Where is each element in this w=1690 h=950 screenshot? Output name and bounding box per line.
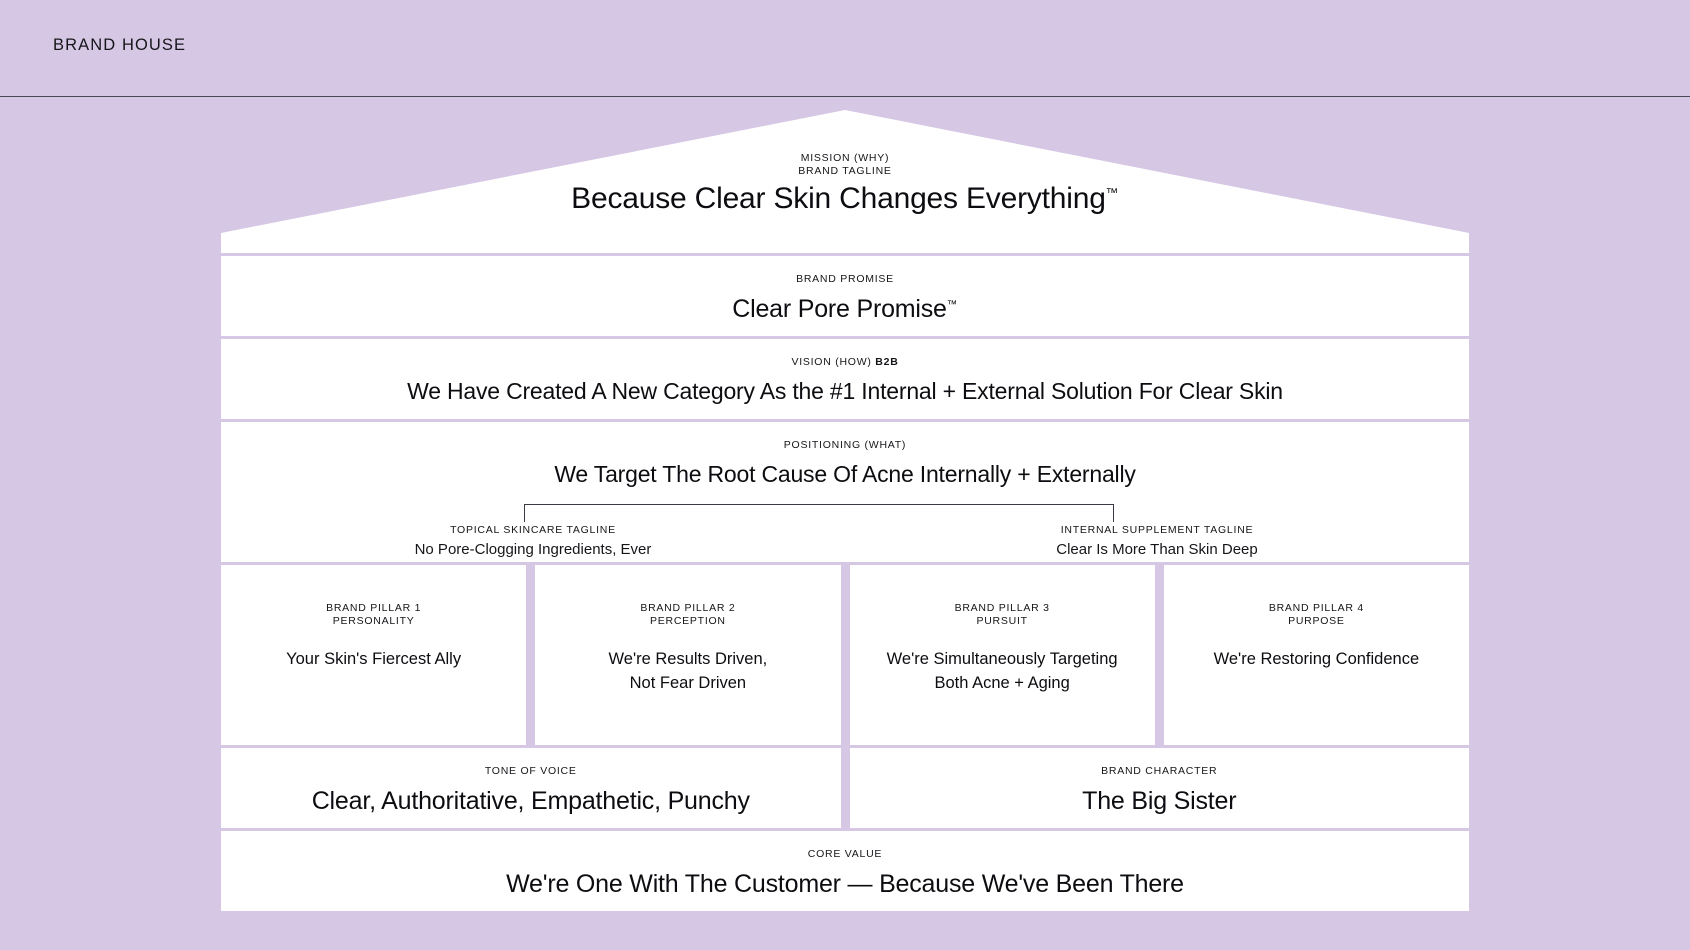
brand-house-diagram: MISSION (WHY) BRAND TAGLINE Because Clea…: [0, 97, 1690, 950]
positioning-label: POSITIONING (WHAT): [783, 439, 907, 451]
page-title: BRAND HOUSE: [53, 36, 187, 54]
vision-inner: VISION (HOW) B2B We Have Created A New C…: [221, 356, 1469, 406]
brand-pillar-1-sublabel: PERSONALITY: [332, 615, 415, 628]
sub-taglines-row: TOPICAL SKINCARE TAGLINE No Pore-Cloggin…: [221, 524, 1469, 560]
brand-pillar-1-head: BRAND PILLAR 1 PERSONALITY: [221, 602, 526, 628]
brand-pillar-4: BRAND PILLAR 4 PURPOSE We're Restoring C…: [1163, 565, 1469, 745]
tone-of-voice-cell: TONE OF VOICE Clear, Authoritative, Empa…: [221, 748, 841, 828]
brand-tagline-label: BRAND TAGLINE: [798, 165, 892, 178]
brand-pillar-4-text: We're Restoring Confidence: [1213, 650, 1420, 668]
mission-headline: Because Clear Skin Changes Everything™: [221, 182, 1469, 217]
brand-pillars-row: BRAND PILLAR 1 PERSONALITY Your Skin's F…: [221, 565, 1469, 745]
brand-promise-inner: BRAND PROMISE Clear Pore Promise™: [221, 273, 1469, 324]
topical-skincare-tagline-value: No Pore-Clogging Ingredients, Ever: [414, 541, 652, 559]
vision-label-badge: B2B: [875, 356, 899, 368]
brand-pillar-2-body: We're Results Driven,Not Fear Driven: [535, 648, 840, 696]
brand-promise-band: BRAND PROMISE Clear Pore Promise™: [221, 256, 1469, 336]
brand-promise-headline: Clear Pore Promise™: [221, 295, 1469, 324]
brand-promise-headline-text: Clear Pore Promise: [732, 295, 947, 324]
roof-headline-wrap: Because Clear Skin Changes Everything™: [221, 182, 1469, 217]
internal-supplement-tagline-label: INTERNAL SUPPLEMENT TAGLINE: [1060, 524, 1254, 536]
brand-pillar-4-head: BRAND PILLAR 4 PURPOSE: [1164, 602, 1469, 628]
brand-pillar-3-label: BRAND PILLAR 3: [954, 602, 1050, 614]
vision-label: VISION (HOW) B2B: [221, 356, 1469, 369]
brand-pillar-1-label: BRAND PILLAR 1: [326, 602, 422, 614]
brand-pillar-1-text: Your Skin's Fiercest Ally: [286, 650, 462, 668]
brand-pillar-3: BRAND PILLAR 3 PURSUIT We're Simultaneou…: [849, 565, 1155, 745]
positioning-headline: We Target The Root Cause Of Acne Interna…: [554, 461, 1136, 488]
brand-promise-label: BRAND PROMISE: [796, 273, 894, 285]
brand-pillar-3-head: BRAND PILLAR 3 PURSUIT: [850, 602, 1155, 628]
core-value-inner: CORE VALUE We're One With The Customer —…: [221, 848, 1469, 899]
brand-pillar-2-text: We're Results Driven,Not Fear Driven: [608, 650, 768, 692]
positioning-inner: POSITIONING (WHAT) We Target The Root Ca…: [221, 439, 1469, 489]
vision-label-text: VISION (HOW): [791, 356, 872, 368]
vision-headline: We Have Created A New Category As the #1…: [407, 378, 1283, 405]
brand-character-label: BRAND CHARACTER: [1101, 765, 1218, 777]
brand-pillar-4-label: BRAND PILLAR 4: [1268, 602, 1364, 614]
brand-pillar-3-sublabel: PURSUIT: [976, 615, 1028, 628]
brand-pillar-4-body: We're Restoring Confidence: [1164, 648, 1469, 672]
brand-pillar-2: BRAND PILLAR 2 PERCEPTION We're Results …: [535, 565, 841, 745]
roof-mission-block: MISSION (WHY) BRAND TAGLINE Because Clea…: [221, 110, 1469, 253]
tone-of-voice-headline: Clear, Authoritative, Empathetic, Punchy: [311, 787, 750, 816]
roof-eyebrow-labels: MISSION (WHY) BRAND TAGLINE: [221, 152, 1469, 178]
trademark-icon: ™: [1105, 186, 1119, 200]
brand-character-inner: BRAND CHARACTER The Big Sister: [850, 765, 1470, 816]
brand-pillar-2-head: BRAND PILLAR 2 PERCEPTION: [535, 602, 840, 628]
core-value-headline: We're One With The Customer — Because We…: [506, 870, 1184, 899]
brand-pillar-2-label: BRAND PILLAR 2: [640, 602, 736, 614]
mission-label: MISSION (WHY): [800, 152, 890, 164]
brand-pillar-1: BRAND PILLAR 1 PERSONALITY Your Skin's F…: [221, 565, 527, 745]
brand-pillar-4-sublabel: PURPOSE: [1288, 615, 1345, 628]
tone-and-character-row: TONE OF VOICE Clear, Authoritative, Empa…: [221, 748, 1469, 828]
core-value-band: CORE VALUE We're One With The Customer —…: [221, 831, 1469, 911]
positioning-bracket-connector: [524, 504, 1114, 522]
brand-pillar-1-body: Your Skin's Fiercest Ally: [221, 648, 526, 672]
brand-character-headline: The Big Sister: [1082, 787, 1237, 816]
core-value-label: CORE VALUE: [807, 848, 883, 860]
tone-of-voice-inner: TONE OF VOICE Clear, Authoritative, Empa…: [221, 765, 841, 816]
mission-headline-text: Because Clear Skin Changes Everything: [571, 182, 1106, 215]
tone-of-voice-label: TONE OF VOICE: [484, 765, 577, 777]
topical-skincare-tagline: TOPICAL SKINCARE TAGLINE No Pore-Cloggin…: [221, 524, 845, 560]
internal-supplement-tagline: INTERNAL SUPPLEMENT TAGLINE Clear Is Mor…: [845, 524, 1469, 560]
vision-band: VISION (HOW) B2B We Have Created A New C…: [221, 339, 1469, 419]
trademark-icon: ™: [946, 298, 958, 311]
topical-skincare-tagline-label: TOPICAL SKINCARE TAGLINE: [450, 524, 616, 536]
app-header: BRAND HOUSE: [0, 0, 1690, 97]
internal-supplement-tagline-value: Clear Is More Than Skin Deep: [1056, 541, 1258, 559]
brand-pillar-2-sublabel: PERCEPTION: [649, 615, 726, 628]
brand-character-cell: BRAND CHARACTER The Big Sister: [849, 748, 1470, 828]
positioning-band: POSITIONING (WHAT) We Target The Root Ca…: [221, 422, 1469, 562]
